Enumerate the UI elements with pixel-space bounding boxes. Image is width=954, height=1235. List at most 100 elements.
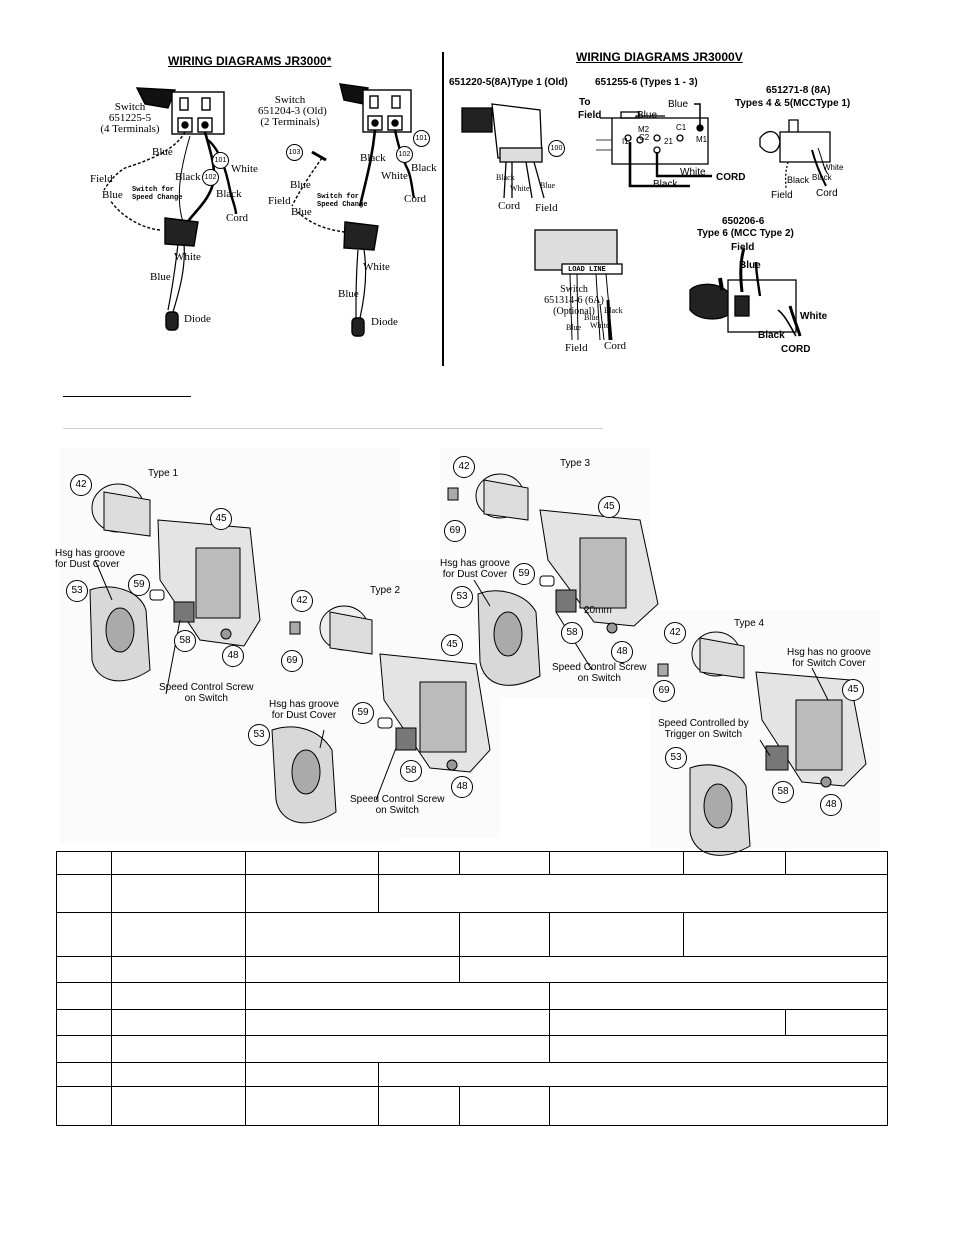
part-45: 45 <box>842 679 864 701</box>
table-col-divider <box>378 852 379 912</box>
part-53: 53 <box>248 724 270 746</box>
field-label: Field <box>578 110 602 121</box>
part-59: 59 <box>128 574 150 596</box>
wire-label-blue: Blue <box>102 189 123 201</box>
table-row-divider <box>57 874 887 875</box>
part-42: 42 <box>70 474 92 496</box>
wire-label-white: White <box>363 261 390 273</box>
switch-651314-label: Switch 651314-6 (6A) (Optional) <box>544 284 604 317</box>
table-col-divider <box>378 1062 379 1125</box>
wire-label-black: Black <box>411 162 437 174</box>
table-row-divider <box>57 956 887 957</box>
part-48: 48 <box>222 645 244 667</box>
callout-100: 100 <box>548 140 565 157</box>
part-58: 58 <box>400 760 422 782</box>
terminal-m2: M2 <box>638 125 650 134</box>
wire-label-black: Black <box>496 173 515 182</box>
wire-label-black: Black <box>216 188 242 200</box>
parts-table <box>56 851 888 1126</box>
table-row-divider <box>57 1035 887 1036</box>
table-col-divider <box>245 852 246 1125</box>
speed-screw-note: Speed Control Screw on Switch <box>552 662 647 684</box>
part-42: 42 <box>291 590 313 612</box>
table-row-divider <box>57 1086 887 1087</box>
wire-label-white: White <box>680 167 706 178</box>
section-divider <box>442 52 444 366</box>
part-58: 58 <box>174 630 196 652</box>
wire-label-field: Field <box>771 190 793 201</box>
part-58: 58 <box>772 781 794 803</box>
part-53: 53 <box>665 747 687 769</box>
jr3000v-header: WIRING DIAGRAMS JR3000V <box>576 50 743 64</box>
wire-label-white: White <box>800 311 828 322</box>
table-row-divider <box>57 912 887 913</box>
wire-label-white: White <box>823 163 844 172</box>
wire-label-black: Black <box>604 306 623 315</box>
part-69: 69 <box>281 650 303 672</box>
part-48: 48 <box>611 641 633 663</box>
cord-label: CORD <box>781 344 811 355</box>
wire-label-blue: Blue <box>739 260 761 271</box>
wire-label-white: White <box>231 163 258 175</box>
type1-label: Type 1 <box>148 468 179 479</box>
terminal-i1: I1 <box>622 137 629 146</box>
terminal-21: 21 <box>664 137 673 146</box>
wire-label-white: White <box>174 251 201 263</box>
switch-650206-title: 650206-6 <box>722 216 765 227</box>
wire-label-cord: Cord <box>816 188 838 199</box>
callout-102: 102 <box>202 169 219 186</box>
separator-short <box>63 396 191 397</box>
wire-label-blue: Blue <box>150 271 171 283</box>
dust-cover-note: Hsg has groove for Dust Cover <box>55 548 126 570</box>
table-col-divider <box>459 912 460 982</box>
wire-label-cord: Cord <box>404 193 426 205</box>
wire-label-black: Black <box>175 171 201 183</box>
table-col-divider <box>785 852 786 874</box>
type4-label: Type 4 <box>734 618 765 629</box>
dust-cover-note: Hsg has groove for Dust Cover <box>440 558 511 580</box>
wire-label-white: White <box>381 170 408 182</box>
callout-102: 102 <box>396 146 413 163</box>
wire-label-field: Field <box>565 342 588 354</box>
part-48: 48 <box>451 776 473 798</box>
wire-label-blue: Blue <box>290 179 311 191</box>
wire-label-cord: Cord <box>604 340 626 352</box>
speed-screw-note: Speed Control Screw on Switch <box>350 794 445 816</box>
table-row-divider <box>57 982 887 983</box>
part-53: 53 <box>451 586 473 608</box>
wire-label-cord: Cord <box>498 200 520 212</box>
part-53: 53 <box>66 580 88 602</box>
table-col-divider <box>683 852 684 874</box>
switch-651255-title: 651255-6 (Types 1 - 3) <box>595 77 698 88</box>
wire-label-blue: Blue <box>637 110 658 121</box>
wire-label-blue: Blue <box>291 206 312 218</box>
speed-change-label: Switch for Speed Change <box>317 193 368 209</box>
trigger-note: Speed Controlled by Trigger on Switch <box>658 718 749 740</box>
part-69: 69 <box>444 520 466 542</box>
wire-label-black: Black <box>787 175 810 185</box>
switch-a-label: Switch 651225-5 (4 Terminals) <box>100 101 160 135</box>
wire-label-white: White <box>510 184 530 193</box>
type2-label: Type 2 <box>370 585 401 596</box>
to-label: To <box>579 97 591 108</box>
table-col-divider <box>549 1086 550 1125</box>
speed-screw-note: Speed Control Screw on Switch <box>159 682 254 704</box>
wire-label-white: White <box>590 321 610 330</box>
switch-cover-note: Hsg has no groove for Switch Cover <box>787 647 871 669</box>
type3-label: Type 3 <box>560 458 591 469</box>
wire-label-field: Field <box>268 195 291 207</box>
wire-label-field: Field <box>535 202 558 214</box>
part-69: 69 <box>653 680 675 702</box>
dust-cover-note: Hsg has groove for Dust Cover <box>269 699 340 721</box>
wire-label-blue: Blue <box>668 99 689 110</box>
wire-label-field: Field <box>731 242 755 253</box>
callout-101: 101 <box>212 152 229 169</box>
table-col-divider <box>459 1086 460 1125</box>
part-42: 42 <box>453 456 475 478</box>
wire-label-field: Field <box>90 173 113 185</box>
diode-label: Diode <box>371 316 398 328</box>
part-42: 42 <box>664 622 686 644</box>
wire-label-blue: Blue <box>584 313 600 322</box>
